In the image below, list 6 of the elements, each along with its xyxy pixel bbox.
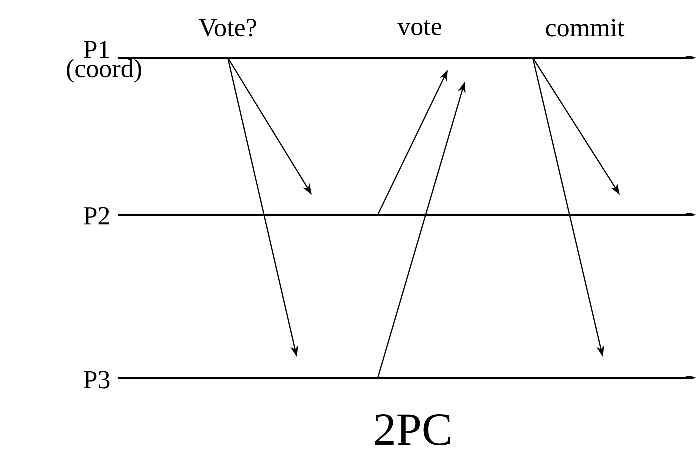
process-label: P2 <box>84 207 110 225</box>
message-label: Vote? <box>198 19 256 37</box>
caption: 2PC <box>375 414 450 446</box>
process-label: P3 <box>84 371 110 389</box>
process-label: P1 (coord) <box>67 41 142 83</box>
message-label: commit <box>546 19 625 37</box>
